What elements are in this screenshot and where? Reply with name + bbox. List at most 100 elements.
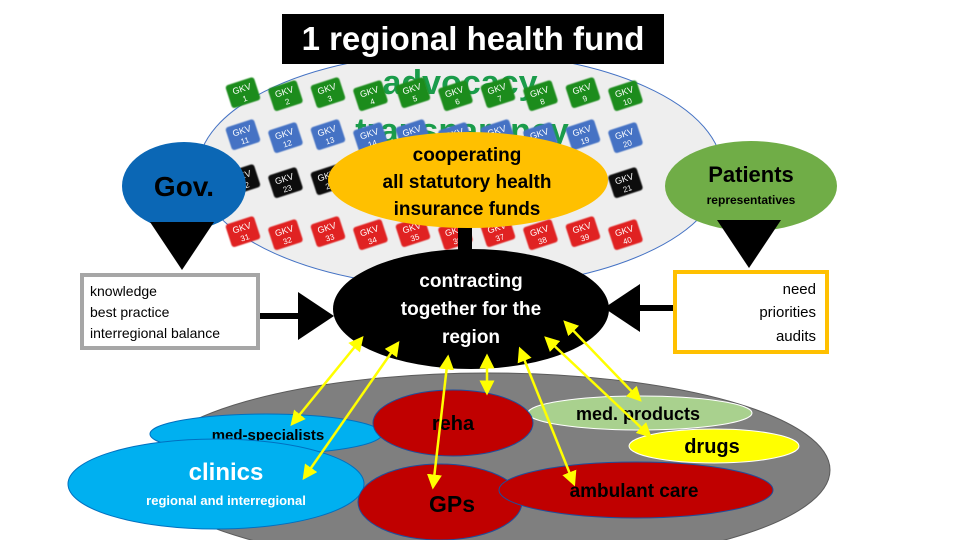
gkv-chip-bg bbox=[523, 219, 558, 250]
gkv-chip-bg bbox=[480, 77, 516, 108]
patients-label: Patients bbox=[708, 162, 794, 187]
gkv-chip-bg bbox=[565, 77, 601, 108]
gkv-chip-number: 20 bbox=[622, 138, 634, 149]
gkv-chip-bg bbox=[310, 216, 346, 247]
knowledge-line-1: knowledge bbox=[90, 283, 157, 299]
gkv-chip-number: 11 bbox=[240, 135, 251, 146]
contracting-line-2: together for the bbox=[401, 299, 541, 320]
clinics-sub: regional and interregional bbox=[146, 493, 306, 508]
gkv-chip-number: 7 bbox=[496, 94, 504, 104]
arrow-med-products bbox=[563, 320, 642, 402]
arrow-clinics bbox=[302, 340, 400, 481]
need-line-3: audits bbox=[776, 328, 816, 345]
gkv-chip-number: 1 bbox=[241, 94, 249, 104]
clinics-label: clinics bbox=[189, 459, 264, 486]
cooperating-connector bbox=[458, 222, 472, 252]
med-products-label: med. products bbox=[576, 404, 700, 424]
gkv-chip-bg bbox=[225, 77, 261, 108]
gkv-chip-number: 3 bbox=[326, 94, 334, 104]
gkv-chip-number: 5 bbox=[411, 94, 419, 104]
gkv-chip-number: 34 bbox=[367, 235, 379, 246]
gkv-chip-number: 31 bbox=[239, 232, 251, 243]
gkv-chip-bg bbox=[353, 80, 388, 111]
gkv-chip-number: 21 bbox=[622, 183, 634, 194]
gkv-chip-bg bbox=[438, 80, 473, 111]
gkv-chip-number: 38 bbox=[537, 235, 549, 246]
patients-ellipse bbox=[665, 141, 837, 231]
gkv-chip-number: 9 bbox=[581, 94, 589, 104]
gkv-chip-number: 35 bbox=[409, 232, 421, 243]
gkv-chip-bg bbox=[523, 80, 558, 111]
need-line-1: need bbox=[783, 281, 816, 298]
gkv-chip-number: 13 bbox=[324, 135, 336, 146]
gps-label: GPs bbox=[429, 491, 475, 517]
gkv-chip-bg bbox=[310, 119, 346, 150]
gkv-chip-number: 40 bbox=[622, 235, 634, 246]
cooperating-line-2: all statutory health bbox=[383, 172, 552, 193]
gkv-chip-number: 37 bbox=[494, 232, 506, 243]
drugs-ellipse bbox=[628, 428, 800, 464]
gkv-chip-bg bbox=[225, 216, 261, 247]
gkv-chip-number: 6 bbox=[454, 97, 462, 107]
gkv-chip-bg bbox=[268, 167, 303, 198]
drugs-label: drugs bbox=[684, 436, 740, 458]
gkv-chip-number: 23 bbox=[282, 183, 294, 194]
gkv-chip-number: 10 bbox=[622, 96, 634, 107]
gkv-chip-bg bbox=[268, 219, 303, 250]
knowledge-line-2: best practice bbox=[90, 304, 170, 320]
cooperating-ellipse bbox=[328, 132, 608, 228]
gkv-chip-number: 33 bbox=[324, 232, 336, 243]
need-line-2: priorities bbox=[759, 304, 816, 321]
gkv-chip-number: 39 bbox=[579, 232, 591, 243]
gkv-chip-number: 8 bbox=[539, 97, 547, 107]
gkv-chip-number: 19 bbox=[579, 135, 591, 146]
gkv-chip-bg bbox=[268, 122, 303, 153]
knowledge-line-3: interregional balance bbox=[90, 325, 220, 341]
cooperating-line-3: insurance funds bbox=[394, 199, 541, 220]
gkv-chip-bg bbox=[395, 77, 431, 108]
gkv-chip-bg bbox=[608, 167, 643, 198]
gkv-chip-bg bbox=[565, 216, 601, 247]
gkv-chip-bg bbox=[608, 80, 643, 111]
cooperating-line-1: cooperating bbox=[413, 145, 522, 166]
patients-sub: representatives bbox=[707, 193, 796, 207]
gov-ellipse bbox=[122, 142, 246, 230]
gkv-chip-number: 2 bbox=[284, 97, 292, 107]
contracting-line-3: region bbox=[442, 327, 500, 348]
knowledge-box bbox=[80, 273, 260, 350]
contracting-line-1: contracting bbox=[419, 271, 522, 292]
arrow-gps bbox=[426, 354, 455, 490]
gkv-chip-number: 4 bbox=[369, 97, 377, 107]
gkv-chip-number: 14 bbox=[367, 138, 379, 149]
gkv-chip-bg bbox=[608, 122, 643, 153]
need-box bbox=[673, 270, 829, 354]
gkv-chip-number: 32 bbox=[282, 235, 294, 246]
gkv-chip-bg bbox=[268, 80, 303, 111]
gkv-chip-bg bbox=[225, 119, 261, 150]
page-title: 1 regional health fund bbox=[282, 14, 664, 64]
